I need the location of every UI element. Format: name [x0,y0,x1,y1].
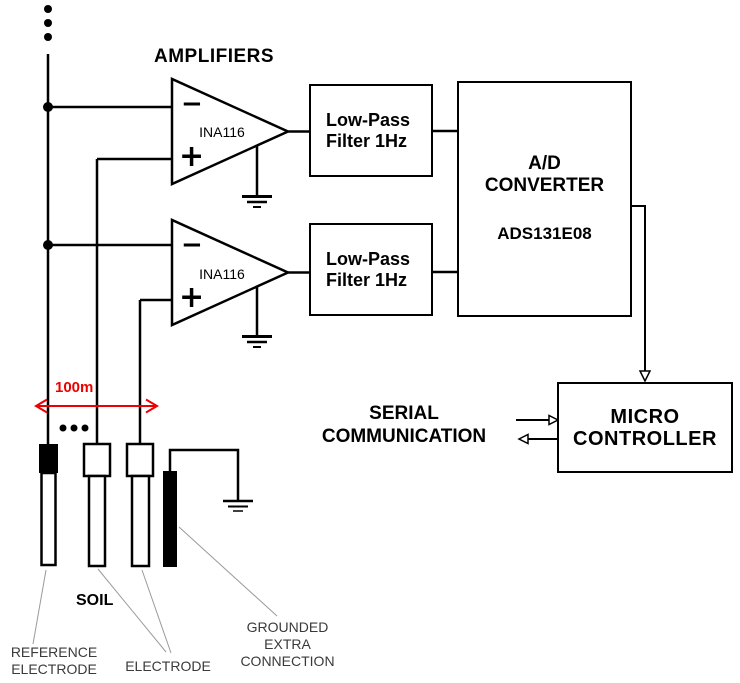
adc-title-line2: CONVERTER [484,175,605,196]
adc-to-micro-arrow [632,205,652,383]
amp2-plus-input: + [179,280,205,315]
left-arrowhead-icon [517,433,529,445]
amp1-minus-input: − [181,89,203,119]
ground-icon [223,499,253,512]
grounded-extra-connection-label: GROUNDED EXTRA CONNECTION [230,619,345,670]
ad-converter-box: A/D CONVERTER ADS131E08 [457,81,632,317]
opamp2-triangle [170,218,292,327]
grounded-rod-shape [163,448,240,567]
adc-part-label: ADS131E08 [497,224,592,243]
low-pass-filter-2-box: Low-Pass Filter 1Hz [309,223,433,316]
electrode-shape [82,442,112,568]
amp2-minus-input: − [181,230,203,260]
down-arrowhead-icon [638,370,652,383]
amp1-part-label: INA116 [199,124,245,140]
amplifiers-title: AMPLIFIERS [154,46,275,67]
horizontal-ellipsis-dots [59,424,89,432]
serial-label-line1: SERIAL [369,403,439,424]
grounded-label-line2: EXTRA [264,636,311,652]
vertical-ellipsis-dots [44,5,52,41]
annotation-leader-lines [32,526,278,654]
filter1-label-line1: Low-Pass [326,109,411,130]
electrode-label: ELECTRODE [125,658,211,674]
grounded-label-line3: CONNECTION [240,653,335,669]
ground-icon [242,146,272,208]
amp1-plus-input: + [179,139,205,174]
grounded-label-line1: GROUNDED [246,619,329,635]
distance-label: 100m [55,379,94,396]
filter2-label-line2: Filter 1Hz [326,269,408,290]
soil-label: SOIL [76,592,114,609]
serial-communication-label: SERIAL COMMUNICATION [293,402,515,448]
right-arrowhead-icon [548,414,560,426]
serial-in-arrow [516,414,560,426]
serial-out-arrow [517,433,557,445]
filter1-label-line2: Filter 1Hz [326,130,408,151]
filter2-label-line1: Low-Pass [326,248,411,269]
distance-dimension-arrow [34,398,159,414]
micro-label-line1: MICRO [610,405,680,428]
micro-controller-box: MICRO CONTROLLER [557,382,733,473]
reference-label-line2: ELECTRODE [11,661,97,677]
low-pass-filter-1-box: Low-Pass Filter 1Hz [309,84,433,177]
opamp1-triangle [170,77,292,186]
reference-electrode-shape [39,444,58,567]
serial-label-line2: COMMUNICATION [321,426,487,447]
ground-icon [242,287,272,348]
electrode-shape [125,442,155,568]
amp2-part-label: INA116 [199,266,245,282]
reference-electrode-label: REFERENCE ELECTRODE [0,644,110,678]
adc-title-line1: A/D [528,153,561,174]
reference-label-line1: REFERENCE [10,644,98,660]
micro-label-line2: CONTROLLER [573,427,717,450]
